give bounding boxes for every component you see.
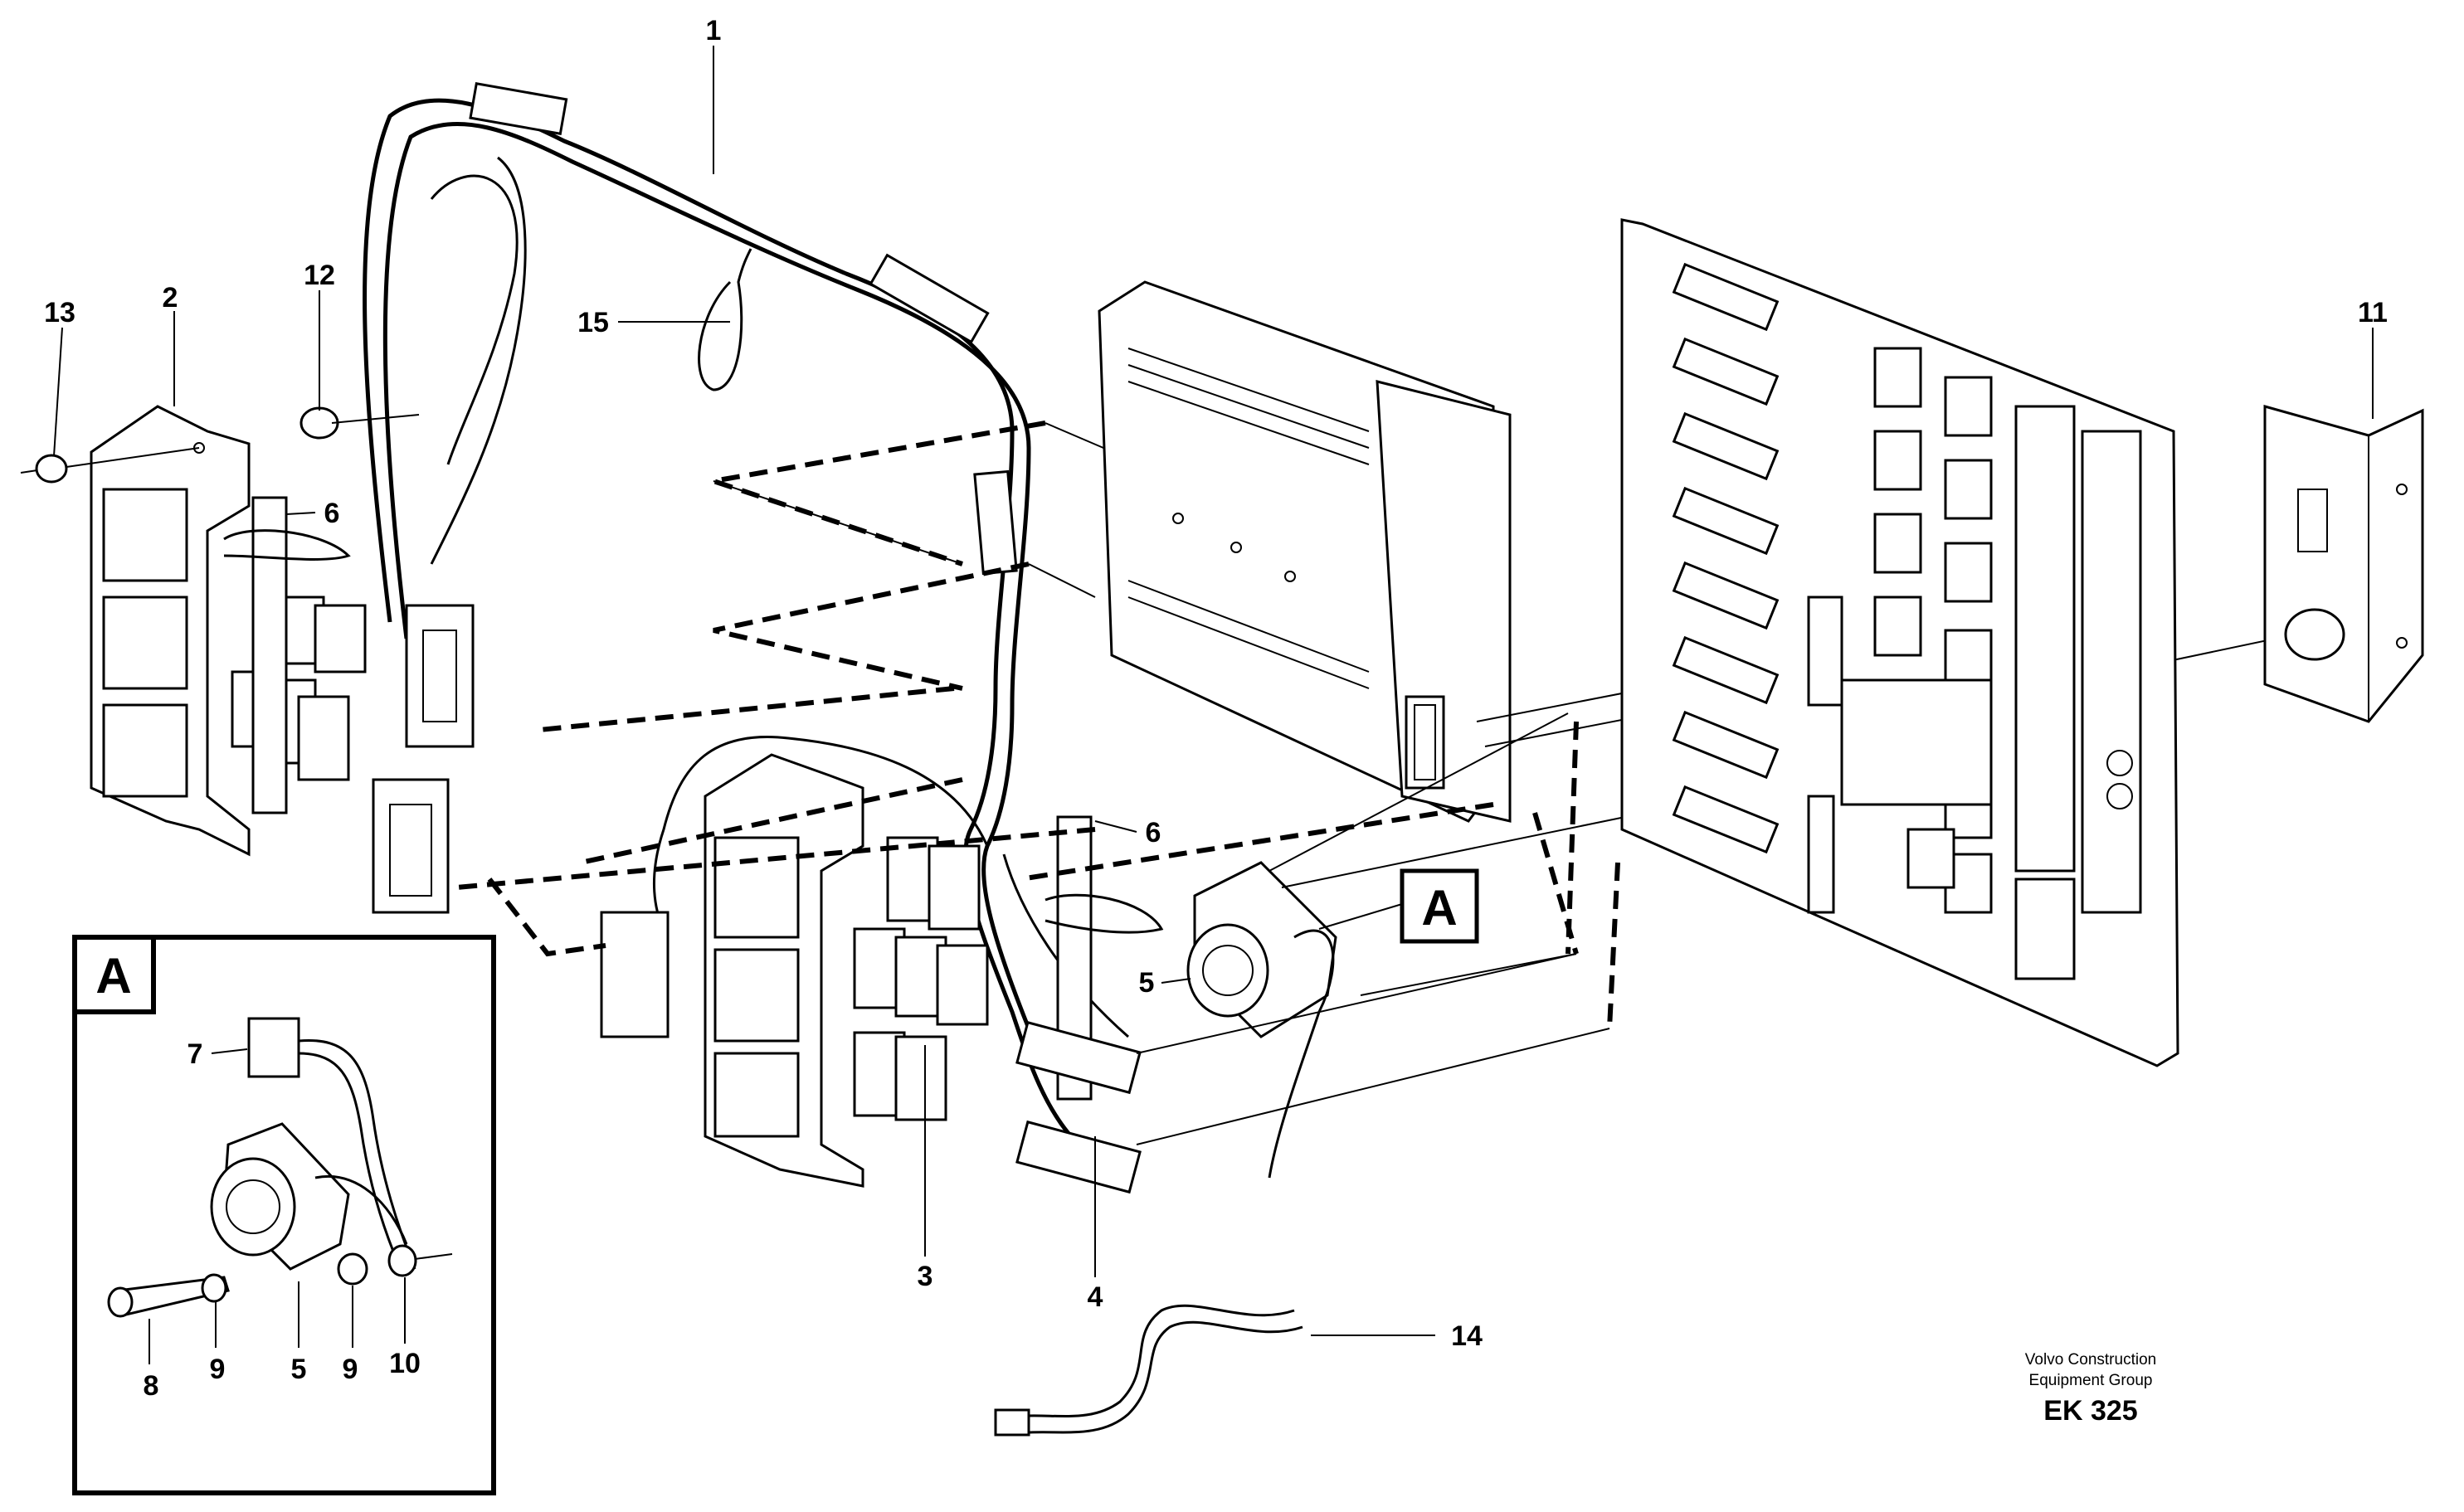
- callout-5-inset: 5: [291, 1354, 307, 1385]
- callout-6-left: 6: [324, 498, 340, 529]
- callout-3: 3: [918, 1261, 933, 1292]
- callout-7: 7: [187, 1038, 203, 1070]
- detail-inset: A 7 8 9 5 9 10: [72, 935, 496, 1495]
- connector-block-middle: [600, 911, 1142, 1194]
- nut: [20, 447, 200, 484]
- callout-9-a: 9: [210, 1354, 226, 1385]
- callout-10: 10: [389, 1348, 421, 1379]
- callout-leaders: [53, 46, 2374, 1336]
- connector-blocks-left: [372, 604, 475, 914]
- svg-text:A: A: [1421, 880, 1457, 936]
- tube-left: [251, 496, 288, 814]
- cable-tie-tube-left: [223, 529, 351, 561]
- callout-1: 1: [706, 15, 722, 46]
- board-connector-header: [1807, 596, 1843, 707]
- footer-line-1: Volvo Construction: [2025, 1351, 2156, 1369]
- callout-6-right: 6: [1146, 817, 1161, 848]
- relays-middle: [853, 836, 989, 1121]
- round-socket-connector: [1186, 861, 1337, 1179]
- footer-code: EK 325: [2043, 1395, 2137, 1427]
- callout-2: 2: [163, 282, 178, 314]
- spacer: [299, 406, 420, 440]
- callout-15: 15: [577, 307, 609, 338]
- callout-14: 14: [1451, 1320, 1483, 1352]
- callout-4: 4: [1088, 1281, 1103, 1313]
- board-fuse-rows: [2014, 405, 2142, 980]
- cable-tie-tube: [1045, 893, 1164, 934]
- footer-line-2: Equipment Group: [2029, 1372, 2153, 1389]
- board-module: [1840, 678, 1993, 806]
- callout-9-b: 9: [343, 1354, 358, 1385]
- circuit-board: [1620, 218, 2179, 1067]
- mounting-bracket: [2263, 405, 2424, 723]
- assembly-dashed-lines: [455, 421, 1620, 1029]
- detail-inset-title: A: [95, 948, 131, 1004]
- publisher-footer: Volvo Construction Equipment Group EK 32…: [2025, 1351, 2156, 1427]
- callout-11: 11: [2358, 297, 2388, 328]
- callout-13: 13: [44, 297, 75, 328]
- callout-12: 12: [304, 260, 335, 291]
- detail-marker: A: [1400, 868, 1479, 944]
- callout-5-main: 5: [1139, 967, 1155, 999]
- control-unit: [1098, 280, 1512, 823]
- wire-lead: [994, 1304, 1303, 1437]
- relay-holder-left: [90, 405, 251, 857]
- cable-tie: [698, 248, 752, 391]
- callout-8: 8: [144, 1370, 159, 1402]
